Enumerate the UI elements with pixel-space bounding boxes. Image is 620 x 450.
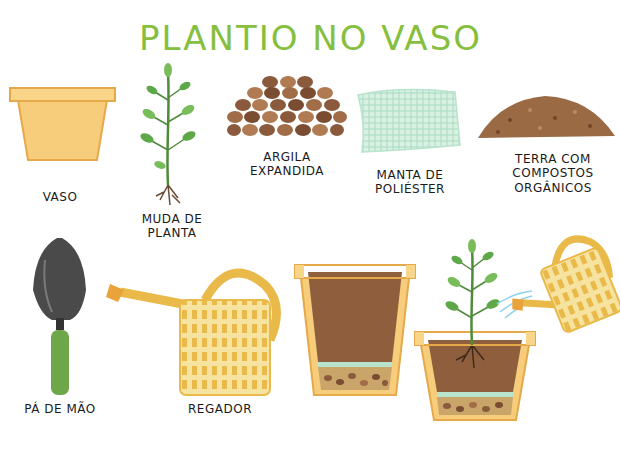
item-label: PÁ DE MÃO bbox=[10, 402, 110, 416]
item-label: VASO bbox=[18, 190, 102, 204]
clay-pebbles-icon bbox=[227, 76, 347, 136]
watering-can-icon bbox=[106, 273, 276, 395]
polyester-sheet-icon bbox=[358, 90, 460, 152]
diagram-title: PLANTIO NO VASO bbox=[139, 18, 482, 59]
tilted-watering-can bbox=[496, 231, 620, 349]
pot-with-plant bbox=[415, 239, 535, 420]
pot-with-layers bbox=[295, 265, 415, 395]
item-label: ARGILA EXPANDIDA bbox=[232, 150, 342, 179]
seedling-icon bbox=[139, 63, 197, 205]
item-label: MUDA DE PLANTA bbox=[122, 212, 222, 241]
trowel-icon bbox=[33, 238, 86, 395]
soil-mound-icon bbox=[478, 96, 615, 138]
item-label: REGADOR bbox=[168, 402, 272, 416]
item-label: TERRA COM COMPOSTOS ORGÂNICOS bbox=[498, 152, 608, 195]
item-label: MANTA DE POLIÉSTER bbox=[358, 168, 462, 197]
pot-icon bbox=[10, 88, 115, 160]
